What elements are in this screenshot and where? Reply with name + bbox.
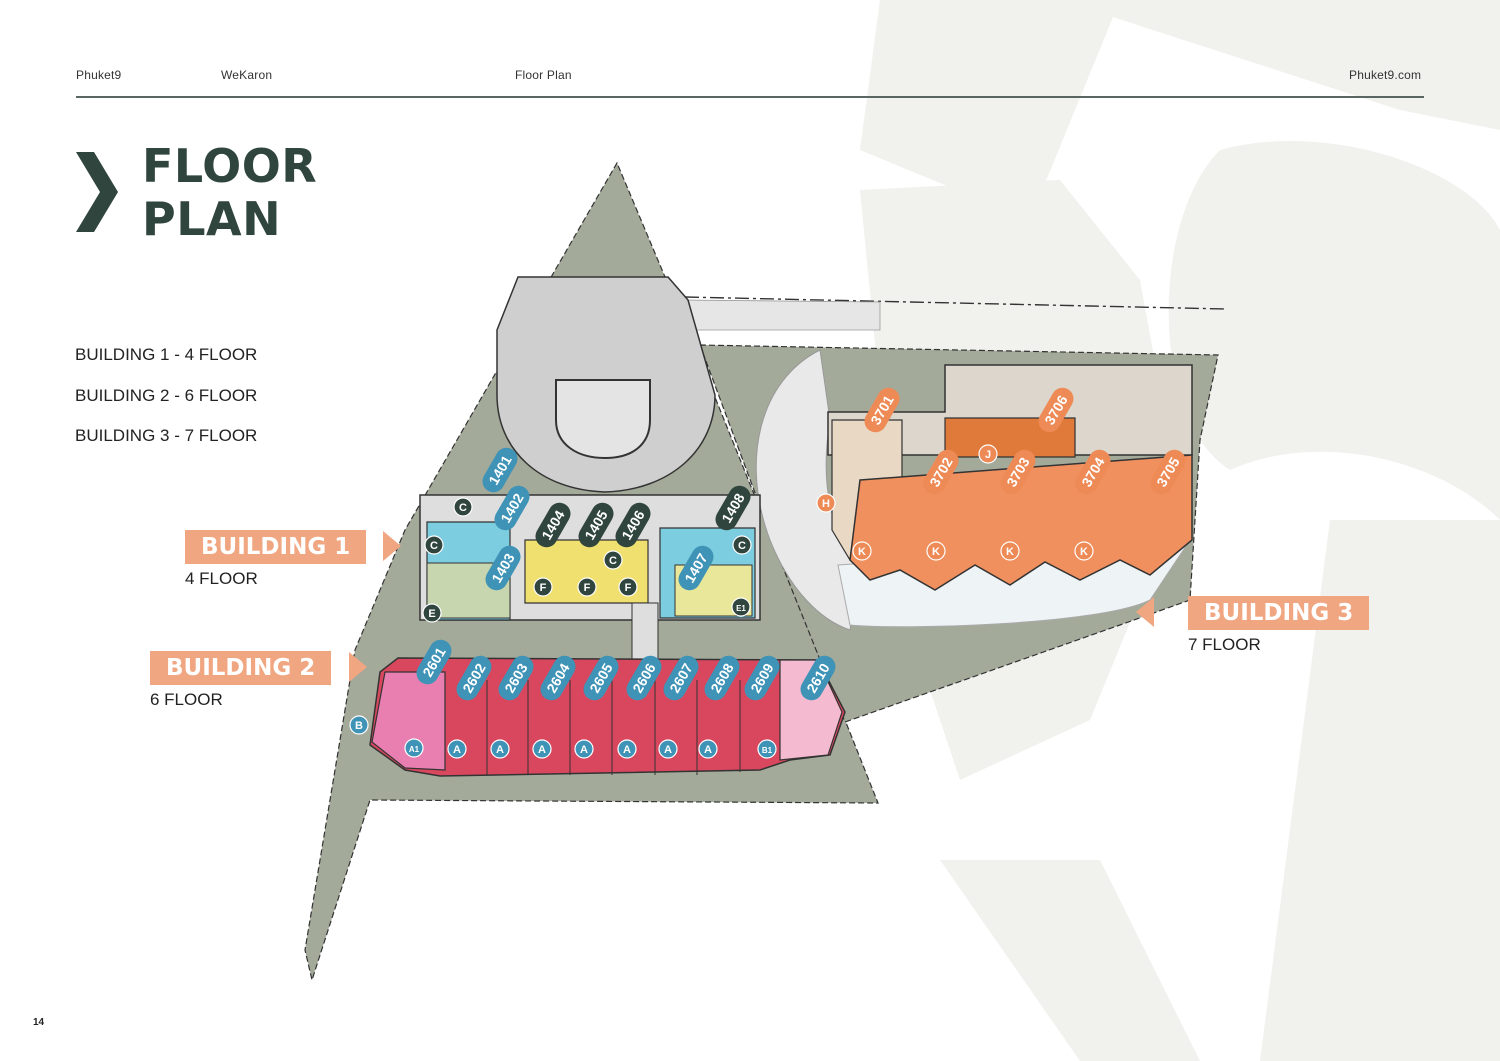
unit-type-badge: A	[490, 739, 510, 759]
unit-type-badge: A	[658, 739, 678, 759]
page-title: FLOOR PLAN	[142, 140, 317, 246]
chevron-right-icon	[76, 152, 118, 232]
unit-type-label: A	[623, 744, 631, 756]
unit-type-label: B	[355, 720, 363, 732]
unit-type-label: A	[496, 744, 504, 756]
building3-pointer-icon	[1136, 597, 1154, 627]
unit-type-badge: C	[453, 497, 473, 517]
unit-type-label: A	[580, 744, 588, 756]
unit-type-label: C	[738, 540, 746, 552]
unit-type-badge: A1	[404, 738, 424, 758]
unit-pill-3705: 3705	[1150, 449, 1186, 495]
building1-rotunda-inner	[555, 379, 651, 460]
unit-type-badge: A	[617, 739, 637, 759]
unit-type-label: F	[625, 582, 632, 594]
header-section: Floor Plan	[515, 68, 572, 82]
unit-type-badge: H	[816, 493, 836, 513]
unit-type-label: A1	[409, 745, 420, 754]
unit-type-badge: F	[533, 577, 553, 597]
building2-floors: 6 FLOOR	[150, 690, 223, 709]
unit-type-label: A	[538, 744, 546, 756]
unit-type-badge: A	[447, 739, 467, 759]
building3-core	[827, 364, 1193, 456]
header-brand: Phuket9	[76, 68, 122, 82]
unit-type-badge: F	[577, 577, 597, 597]
unit-type-label: K	[858, 546, 866, 558]
unit-type-badge: F	[618, 577, 638, 597]
page-number: 14	[33, 1017, 45, 1028]
unit-type-label: A	[664, 744, 672, 756]
building1-floors: 4 FLOOR	[185, 569, 258, 588]
unit-type-label: C	[609, 555, 617, 567]
unit-type-label: F	[584, 582, 591, 594]
unit-type-badge: A	[698, 739, 718, 759]
unit-type-badge: C	[424, 535, 444, 555]
unit-type-label: A	[453, 744, 461, 756]
unit-type-label: E	[428, 608, 435, 620]
unit-type-badge: K	[926, 541, 946, 561]
unit-pill-1404: 1404	[535, 502, 571, 548]
building1-connector	[631, 602, 659, 661]
unit-type-label: H	[822, 498, 830, 510]
unit-type-label: E1	[736, 604, 746, 613]
unit-type-badge: E1	[731, 597, 751, 617]
unit-type-label: B1	[762, 746, 773, 755]
unit-type-badge: K	[1074, 541, 1094, 561]
unit-type-badge: C	[603, 550, 623, 570]
summary-building-2: BUILDING 2 - 6 FLOOR	[75, 386, 258, 405]
summary-building-1: BUILDING 1 - 4 FLOOR	[75, 345, 258, 364]
building1-pointer-icon	[383, 531, 401, 561]
building2-tag: BUILDING 2	[150, 651, 332, 685]
header-website: Phuket9.com	[1349, 68, 1422, 82]
unit-type-badge: C	[732, 535, 752, 555]
unit-type-label: F	[540, 582, 547, 594]
unit-type-label: J	[985, 449, 991, 461]
unit-type-badge: A	[574, 739, 594, 759]
unit-type-label: A	[704, 744, 712, 756]
driveway-strip	[679, 299, 881, 331]
unit-pill-2607: 2607	[663, 655, 699, 701]
summary-building-3: BUILDING 3 - 7 FLOOR	[75, 426, 258, 445]
site-boundary-line	[684, 296, 1227, 310]
header-divider	[76, 96, 1424, 98]
unit-type-badge: A	[532, 739, 552, 759]
unit-type-badge: K	[1000, 541, 1020, 561]
building1-tag: BUILDING 1	[185, 530, 367, 564]
building2-divider-lines	[486, 680, 741, 775]
unit-type-label: C	[430, 540, 438, 552]
unit-type-badge: E	[422, 603, 442, 623]
unit-type-badge: B1	[757, 739, 777, 759]
unit-type-badge: J	[978, 444, 998, 464]
unit-type-label: C	[459, 502, 467, 514]
page-title-line2: PLAN	[142, 192, 282, 246]
unit-type-badge: B	[349, 715, 369, 735]
header-project: WeKaron	[221, 68, 273, 82]
unit-type-label: K	[932, 546, 940, 558]
unit-type-badge: K	[852, 541, 872, 561]
unit-type-label: K	[1080, 546, 1088, 558]
page-title-line1: FLOOR	[142, 139, 318, 193]
building3-tag: BUILDING 3	[1188, 596, 1370, 630]
unit-type-label: K	[1006, 546, 1014, 558]
building2-pointer-icon	[349, 652, 367, 682]
building3-floors: 7 FLOOR	[1188, 635, 1261, 654]
